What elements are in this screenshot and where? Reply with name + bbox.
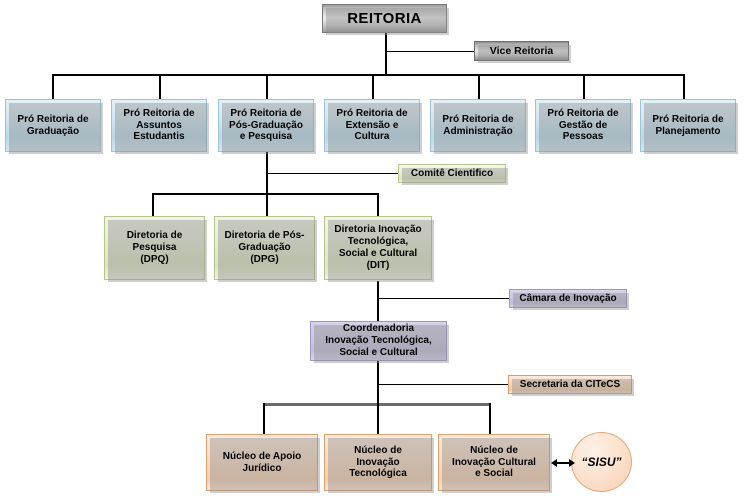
node-nucleo-inovacao-tecnologica[interactable]: Núcleo de Inovação Tecnológica	[324, 434, 434, 493]
node-pro-reitoria-administracao[interactable]: Pró Reitoria de Administração	[430, 99, 528, 154]
connector-diretoria-bus	[152, 193, 379, 195]
node-diretoria-inovacao-tecnologica[interactable]: Diretoria Inovação Tecnológica, Social e…	[324, 216, 434, 282]
node-pro-reitoria-planejamento-label: Pró Reitoria de Planejamento	[652, 113, 724, 137]
node-nucleo-inovacao-tecnologica-label: Núcleo de Inovação Tecnológica	[349, 444, 407, 480]
connector-coordenadoria-stem	[377, 360, 379, 405]
node-pro-reitoria-extensao-cultura[interactable]: Pró Reitoria de Extensão e Cultura	[324, 99, 422, 154]
node-coordenadoria-label: Coordenadoria Inovação Tecnológica, Soci…	[325, 323, 432, 358]
arrow-shaft	[557, 461, 569, 464]
node-camara-inovacao-label: Câmara de Inovação	[519, 292, 617, 304]
connector-drop-6	[583, 74, 585, 99]
node-sisu-label: “SISU”	[581, 455, 622, 469]
node-comite-cientifico-label: Comitê Cientifico	[410, 167, 494, 179]
node-diretoria-inovacao-tecnologica-label: Diretoria Inovação Tecnológica, Social e…	[334, 224, 422, 271]
node-vice-reitoria[interactable]: Vice Reitoria	[474, 41, 571, 63]
node-nucleo-apoio-juridico[interactable]: Núcleo de Apoio Jurídico	[206, 434, 320, 493]
node-secretaria-citecs-label: Secretaria da CITeCS	[519, 378, 621, 390]
node-diretoria-pos-graduacao-label: Diretoria de Pós- Graduação (DPG)	[224, 230, 305, 265]
node-diretoria-pos-graduacao[interactable]: Diretoria de Pós- Graduação (DPG)	[214, 216, 317, 282]
node-secretaria-citecs[interactable]: Secretaria da CITeCS	[508, 375, 634, 396]
node-pro-reitoria-gestao-pessoas-label: Pró Reitoria de Gestão de Pessoas	[547, 107, 619, 143]
node-pro-reitoria-graduacao-label: Pró Reitoria de Graduação	[17, 113, 89, 137]
connector-camara-link	[377, 298, 510, 299]
connector-nucleo-drop-3	[489, 403, 491, 434]
connector-comite-link	[266, 173, 399, 174]
node-pro-reitoria-assuntos-estudantis[interactable]: Pró Reitoria de Assuntos Estudantis	[111, 99, 209, 154]
node-comite-cientifico[interactable]: Comitê Cientifico	[398, 164, 508, 185]
arrow-head-right-icon	[569, 458, 575, 467]
node-pro-reitoria-gestao-pessoas[interactable]: Pró Reitoria de Gestão de Pessoas	[535, 99, 633, 154]
node-pro-reitoria-pos-graduacao-pesquisa[interactable]: Pró Reitoria de Pós-Graduação e Pesquisa	[218, 99, 316, 154]
node-coordenadoria[interactable]: Coordenadoria Inovação Tecnológica, Soci…	[310, 321, 449, 363]
connector-nucleo-drop-2	[377, 403, 379, 434]
node-pro-reitoria-extensao-cultura-label: Pró Reitoria de Extensão e Cultura	[336, 107, 408, 143]
node-pro-reitoria-assuntos-estudantis-label: Pró Reitoria de Assuntos Estudantis	[123, 107, 195, 143]
connector-diretoria-drop-3	[377, 193, 379, 216]
node-nucleo-inovacao-cultural-social-label: Núcleo de Inovação Cultural e Social	[452, 444, 536, 480]
connector-reitoria-stem	[385, 33, 387, 75]
node-pro-reitoria-graduacao[interactable]: Pró Reitoria de Graduação	[5, 99, 103, 154]
connector-diretoria-drop-1	[152, 193, 154, 216]
connector-posgrad-stem	[266, 152, 268, 216]
connector-drop-4	[372, 74, 374, 99]
connector-pro-reitoria-bus	[52, 74, 685, 76]
node-vice-reitoria-label: Vice Reitoria	[489, 44, 554, 57]
connector-drop-1	[52, 74, 54, 99]
node-diretoria-pesquisa-label: Diretoria de Pesquisa (DPQ)	[126, 230, 183, 265]
arrow-head-left-icon	[551, 458, 557, 467]
connector-reitoria-vice	[385, 51, 475, 52]
node-nucleo-apoio-juridico-label: Núcleo de Apoio Jurídico	[222, 450, 302, 474]
node-pro-reitoria-administracao-label: Pró Reitoria de Administração	[442, 113, 514, 137]
connector-drop-7	[683, 74, 685, 99]
connector-diretoria-drop-2	[266, 193, 268, 216]
connector-drop-3	[266, 74, 268, 99]
node-diretoria-pesquisa[interactable]: Diretoria de Pesquisa (DPQ)	[104, 216, 207, 282]
node-reitoria[interactable]: REITORIA	[322, 4, 449, 35]
node-nucleo-inovacao-cultural-social[interactable]: Núcleo de Inovação Cultural e Social	[438, 434, 552, 493]
connector-secretaria-link	[377, 384, 509, 385]
connector-drop-5	[478, 74, 480, 99]
connector-drop-2	[159, 74, 161, 99]
connector-sisu-bidirectional-arrow	[551, 458, 575, 467]
node-pro-reitoria-pos-graduacao-pesquisa-label: Pró Reitoria de Pós-Graduação e Pesquisa	[229, 107, 303, 143]
connector-nucleo-drop-1	[263, 403, 265, 434]
connector-dit-stem	[377, 281, 379, 322]
node-sisu[interactable]: “SISU”	[571, 432, 632, 492]
node-pro-reitoria-planejamento[interactable]: Pró Reitoria de Planejamento	[640, 99, 738, 154]
node-camara-inovacao[interactable]: Câmara de Inovação	[509, 289, 629, 310]
node-reitoria-label: REITORIA	[347, 9, 422, 27]
